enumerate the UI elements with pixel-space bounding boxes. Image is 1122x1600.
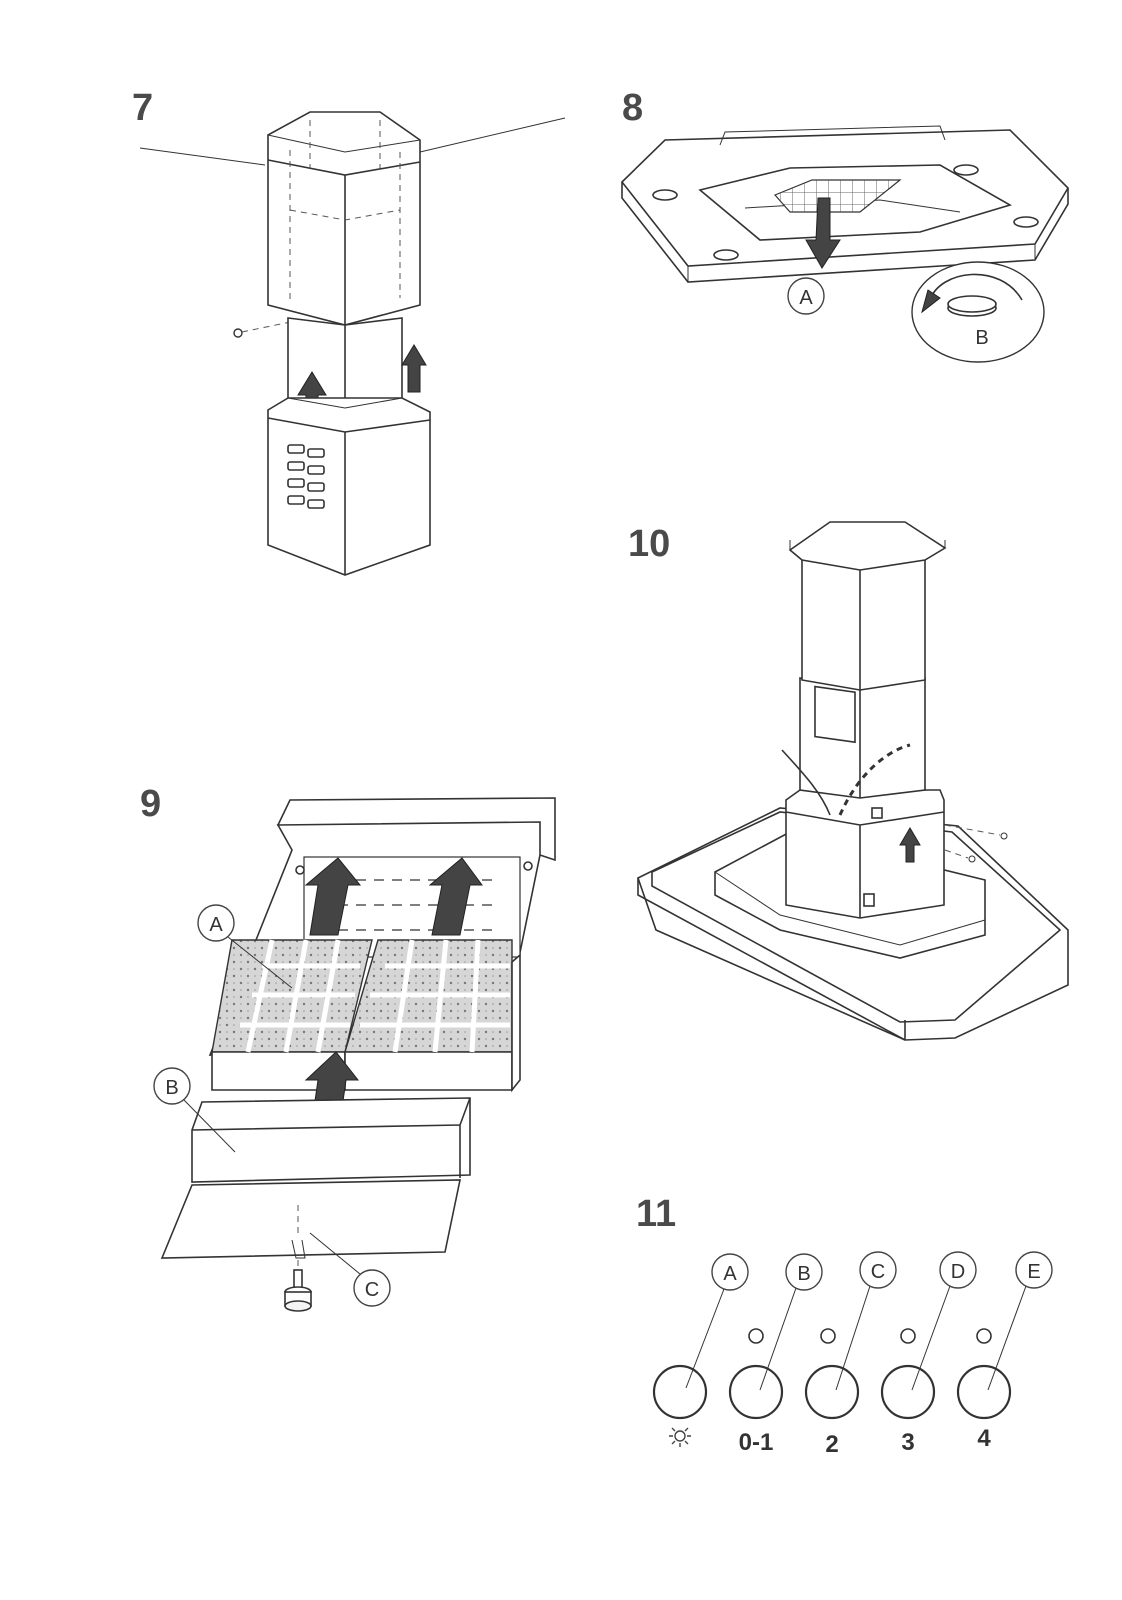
control-panel: 0-1 2 3 4 [654, 1329, 1010, 1458]
figure-8: 8 A B [622, 87, 1068, 362]
svg-text:A: A [723, 1263, 737, 1285]
button-label: 2 [825, 1431, 838, 1458]
figure-7: 7 [132, 87, 565, 575]
chimney-tower [786, 522, 945, 918]
svg-text:C: C [365, 1279, 379, 1301]
indicator-light [977, 1329, 991, 1343]
speed-4-button[interactable] [958, 1366, 1010, 1418]
svg-text:B: B [797, 1263, 810, 1285]
svg-text:B: B [975, 327, 988, 349]
light-icon [669, 1428, 691, 1447]
button-label: 0-1 [739, 1429, 774, 1456]
light-button[interactable] [654, 1366, 706, 1418]
speed-2-button[interactable] [806, 1366, 858, 1418]
figure-10: 10 [628, 522, 1068, 1040]
svg-text:B: B [165, 1077, 178, 1099]
svg-text:E: E [1027, 1261, 1040, 1283]
thumb-screw [285, 1270, 311, 1311]
figure-11: 11 0-1 2 3 4 A [636, 1193, 1052, 1458]
upper-chimney [268, 112, 420, 325]
indicator-light [821, 1329, 835, 1343]
button-label: 3 [901, 1429, 914, 1456]
speed-0-1-button[interactable] [730, 1366, 782, 1418]
filter-ring-detail: B [912, 262, 1044, 362]
carbon-filter [212, 940, 520, 1090]
svg-text:A: A [799, 287, 813, 309]
figure-number: 8 [622, 87, 643, 129]
svg-text:D: D [951, 1261, 965, 1283]
indicator-light [901, 1329, 915, 1343]
svg-text:A: A [209, 914, 223, 936]
grease-filter-panel [162, 1098, 470, 1285]
lower-chimney [268, 398, 430, 575]
up-arrow-icon [402, 345, 426, 392]
callout-a: A [788, 278, 824, 314]
indicator-light [749, 1329, 763, 1343]
callout-a: A [686, 1254, 748, 1388]
button-label: 4 [977, 1425, 991, 1452]
figure-9: 9 [140, 783, 555, 1311]
figure-number: 9 [140, 783, 161, 825]
speed-3-button[interactable] [882, 1366, 934, 1418]
svg-text:C: C [871, 1261, 885, 1283]
hood-underside [622, 126, 1068, 282]
figure-number: 11 [636, 1193, 676, 1235]
figure-number: 10 [628, 523, 670, 565]
figure-number: 7 [132, 87, 153, 129]
